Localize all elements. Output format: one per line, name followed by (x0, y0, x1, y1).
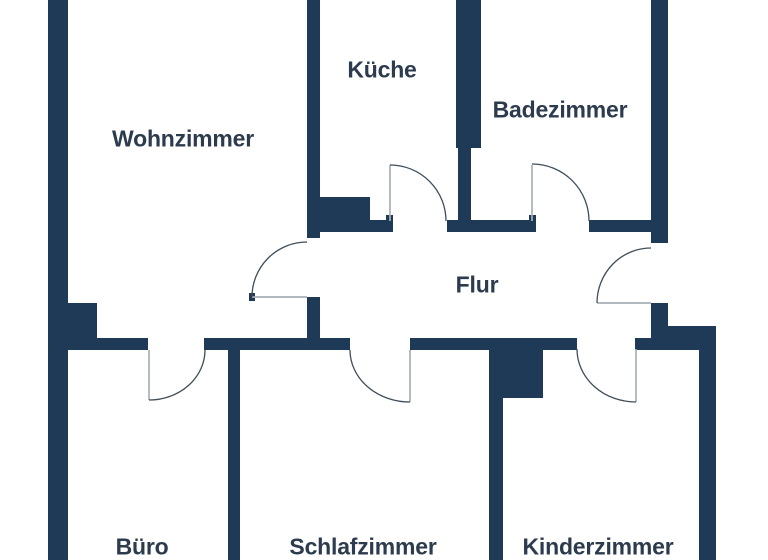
wall-wohnzimmer-kueche (307, 0, 320, 238)
pillar-right-corner (651, 326, 716, 350)
wall-left-outer (48, 0, 68, 560)
wall-flur-top-middle (447, 220, 530, 232)
room-label-wohnzimmer: Wohnzimmer (112, 125, 254, 152)
wall-badezimmer-bottom (589, 220, 668, 232)
room-label-badezimmer: Badezimmer (492, 96, 628, 123)
room-label-buero: Büro (115, 533, 169, 560)
wall-right-outer-bottom (699, 347, 716, 560)
door-arc-wohnzimmer (251, 241, 308, 298)
wall-kueche-badezimmer-thick (456, 0, 481, 148)
wall-mid-center (204, 338, 350, 350)
door-arc-schlafzimmer (349, 349, 411, 403)
door-arc-kinderzimmer (576, 348, 637, 403)
wall-kueche-corner-block (317, 197, 370, 220)
room-label-kueche: Küche (347, 56, 417, 83)
door-nub-badezimmer (529, 215, 536, 232)
wall-mid-left (68, 338, 148, 350)
pillar-left-wall (68, 303, 97, 338)
wall-kueche-badezimmer-thin (458, 148, 471, 232)
wall-wohnzimmer-flur (307, 297, 320, 350)
wall-schlafzimmer-kinderzimmer (489, 338, 503, 560)
wall-buero-schlafzimmer (228, 338, 240, 560)
room-label-schlafzimmer: Schlafzimmer (289, 533, 437, 560)
door-arc-entrance (596, 247, 652, 304)
door-nub-kueche (386, 215, 393, 232)
room-label-flur: Flur (455, 271, 499, 298)
door-arc-badezimmer (531, 163, 590, 222)
room-label-kinderzimmer: Kinderzimmer (522, 533, 674, 560)
pillar-schlafzimmer-kinderzimmer (503, 350, 543, 398)
wall-mid-right (410, 338, 577, 350)
wall-kueche-bottom (307, 220, 390, 232)
door-arc-buero (148, 349, 206, 401)
door-arc-kueche (389, 164, 447, 222)
wall-right-outer-top (651, 0, 668, 243)
